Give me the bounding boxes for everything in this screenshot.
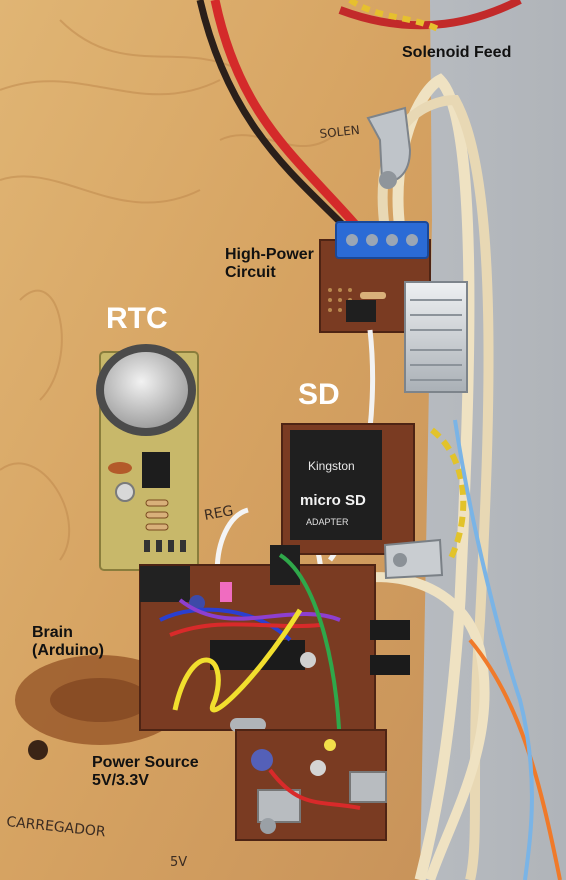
label-brain-arduino: Brain (Arduino) xyxy=(32,624,104,660)
sd-board: Kingston micro SD ADAPTER xyxy=(281,423,415,555)
pin-header-right xyxy=(370,620,410,640)
capacitor-power xyxy=(251,749,273,771)
sd-card-type: micro SD xyxy=(300,492,366,509)
orange-wire xyxy=(468,638,562,880)
handwriting-reg: REG xyxy=(203,503,235,524)
yellow-led xyxy=(324,739,336,751)
wire-yellow xyxy=(172,608,303,713)
wire-red-small xyxy=(169,622,321,637)
sd-adapter xyxy=(290,430,382,540)
rtc-board xyxy=(96,344,199,571)
pin-header-right-2 xyxy=(370,655,410,675)
twisted-yellow-black xyxy=(430,427,467,562)
wood-knot-inner xyxy=(50,678,150,722)
wire-red-power xyxy=(268,768,361,810)
atmega-chip xyxy=(210,640,305,670)
label-rtc: RTC xyxy=(106,302,168,335)
rtc-crystal xyxy=(108,462,132,474)
label-power-source: Power Source 5V/3.3V xyxy=(92,754,199,790)
top-red-wire-right xyxy=(338,0,522,30)
right-bracket-screw xyxy=(393,553,407,567)
power-board xyxy=(235,729,387,841)
rtc-battery xyxy=(96,344,196,436)
pink-jumper xyxy=(220,582,232,602)
black-wire xyxy=(196,0,353,235)
label-high-power-circuit: High-Power Circuit xyxy=(225,246,314,282)
blue-white-wire xyxy=(453,419,534,880)
arduino-screw xyxy=(300,652,316,668)
power-screw xyxy=(310,760,326,776)
heatsink xyxy=(404,281,468,393)
right-bracket xyxy=(383,538,444,580)
sd-card-adapter: ADAPTER xyxy=(306,517,349,527)
rtc-screw xyxy=(115,482,135,502)
sd-card-brand: Kingston xyxy=(308,459,355,473)
twisted-wire-top xyxy=(348,0,442,33)
resistor-hp xyxy=(360,292,386,299)
screw-terminal xyxy=(335,221,429,259)
crystal xyxy=(230,718,266,732)
board-screw-bottom xyxy=(260,818,276,834)
rtc-chip xyxy=(142,452,170,488)
arduino-board xyxy=(139,545,410,761)
screw-hole xyxy=(28,740,48,760)
handwriting-5v: 5V xyxy=(170,855,187,870)
handwriting-solen: SOLEN xyxy=(319,123,361,141)
arduino-header xyxy=(140,566,190,602)
wire-purple xyxy=(178,598,341,622)
label-sd: SD xyxy=(298,378,340,411)
regulator xyxy=(270,545,300,585)
wire-blue xyxy=(159,607,292,642)
red-wire xyxy=(210,0,364,233)
bracket-screw xyxy=(379,171,397,189)
label-solenoid-feed: Solenoid Feed xyxy=(402,44,512,61)
transistor xyxy=(346,300,376,322)
power-regulator-2 xyxy=(349,771,387,803)
power-regulator-1 xyxy=(257,789,301,823)
